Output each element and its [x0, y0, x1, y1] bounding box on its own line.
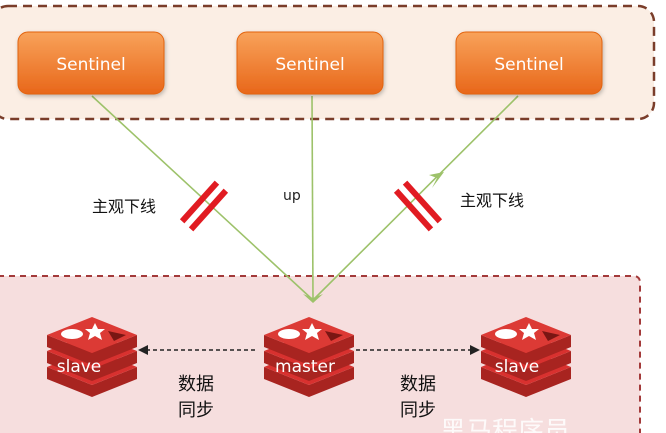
sentinel-node-2: [236, 31, 384, 95]
edge-label-middle: up: [283, 188, 301, 204]
arrowhead-sentinel-3: [429, 172, 444, 188]
sync-arrowhead-left: [138, 345, 148, 355]
cut-mark-left: [179, 180, 229, 232]
sync-label-right-line1: 数据: [400, 374, 436, 395]
sentinel-label-3: Sentinel: [494, 55, 563, 75]
edge-label-right: 主观下线: [460, 191, 524, 210]
redis-label-slave-right: slave: [495, 357, 540, 377]
cut-mark-right: [393, 180, 443, 232]
sync-label-right-line2: 同步: [400, 400, 436, 421]
edge-sentinel-2-master: [311, 95, 314, 301]
arrowhead-master: [303, 294, 323, 303]
sync-arrowhead-right: [470, 345, 480, 355]
sync-label-left-line1: 数据: [178, 374, 214, 395]
watermark: 黑马程序员: [440, 417, 570, 433]
sentinel-label-1: Sentinel: [56, 55, 125, 75]
sentinel-node-1: [17, 31, 165, 95]
redis-label-master: master: [275, 357, 335, 377]
sync-label-left-line2: 同步: [178, 400, 214, 421]
edge-label-left: 主观下线: [92, 197, 156, 216]
sentinel-label-2: Sentinel: [275, 55, 344, 75]
sentinel-node-3: [455, 31, 603, 95]
redis-label-slave-left: slave: [57, 357, 102, 377]
